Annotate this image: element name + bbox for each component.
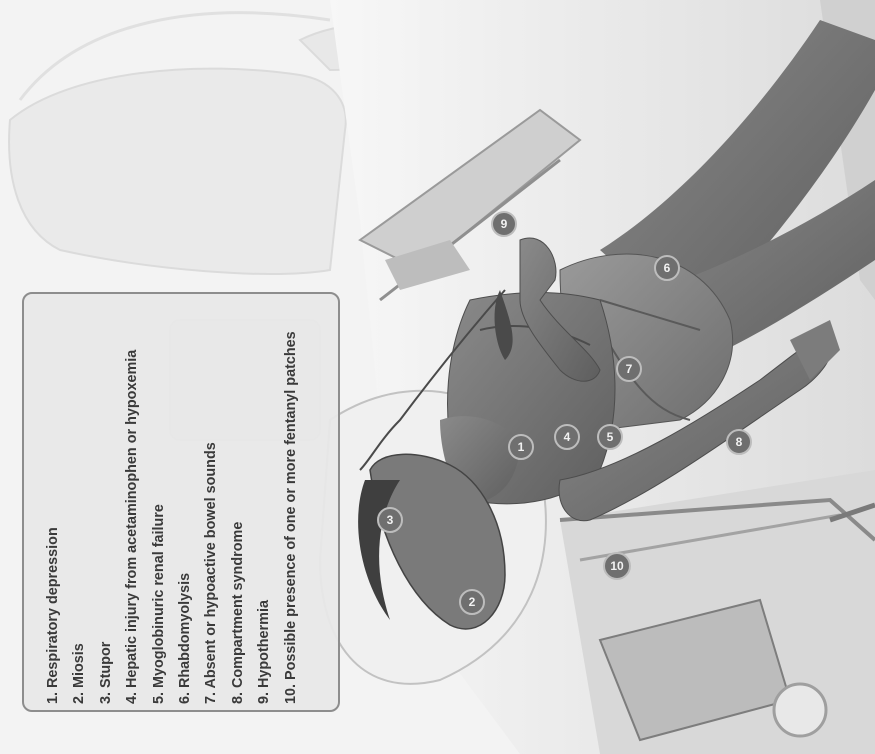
marker-7: 7 bbox=[617, 357, 641, 381]
marker-9: 9 bbox=[492, 212, 516, 236]
marker-8: 8 bbox=[727, 430, 751, 454]
svg-text:5: 5 bbox=[607, 430, 614, 444]
legend-item: 6. Rhabdomyolysis bbox=[172, 296, 198, 704]
svg-text:6: 6 bbox=[664, 261, 671, 275]
legend-item: 10. Possible presence of one or more fen… bbox=[278, 296, 304, 704]
svg-text:9: 9 bbox=[501, 217, 508, 231]
svg-text:10: 10 bbox=[610, 559, 624, 573]
marker-5: 5 bbox=[598, 425, 622, 449]
svg-text:7: 7 bbox=[626, 362, 633, 376]
marker-6: 6 bbox=[655, 256, 679, 280]
legend-item: 1. Respiratory depression bbox=[40, 296, 66, 704]
legend-item: 8. Compartment syndrome bbox=[225, 296, 251, 704]
legend-item: 7. Absent or hypoactive bowel sounds bbox=[198, 296, 224, 704]
legend-item: 4. Hepatic injury from acetaminophen or … bbox=[119, 296, 145, 704]
svg-text:4: 4 bbox=[564, 430, 571, 444]
legend-item: 9. Hypothermia bbox=[251, 296, 277, 704]
legend-item: 5. Myoglobinuric renal failure bbox=[146, 296, 172, 704]
legend-item: 3. Stupor bbox=[93, 296, 119, 704]
marker-2: 2 bbox=[460, 590, 484, 614]
legend-item: 2. Miosis bbox=[66, 296, 92, 704]
marker-10: 10 bbox=[604, 553, 630, 579]
marker-1: 1 bbox=[509, 435, 533, 459]
marker-4: 4 bbox=[555, 425, 579, 449]
legend-list: 1. Respiratory depression 2. Miosis 3. S… bbox=[28, 296, 304, 706]
svg-text:3: 3 bbox=[387, 513, 394, 527]
svg-text:8: 8 bbox=[736, 435, 743, 449]
svg-text:1: 1 bbox=[518, 440, 525, 454]
legend-panel: 1. Respiratory depression 2. Miosis 3. S… bbox=[22, 292, 340, 712]
marker-3: 3 bbox=[378, 508, 402, 532]
svg-text:2: 2 bbox=[469, 595, 476, 609]
legend-text-block: 1. Respiratory depression 2. Miosis 3. S… bbox=[28, 296, 328, 706]
